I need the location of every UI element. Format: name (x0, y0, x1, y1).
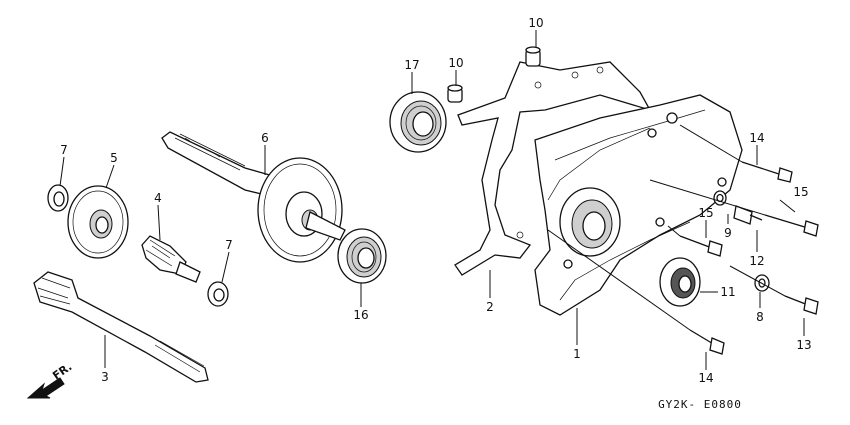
thrust-washer (207, 281, 229, 307)
cover-bolt-hole (666, 112, 678, 124)
callout-3: 3 (101, 370, 109, 384)
callout-2: 2 (486, 300, 494, 314)
callout-6: 6 (261, 131, 269, 145)
callout-15: 15 (793, 185, 808, 199)
main-shaft (33, 271, 209, 383)
flange-bolt (689, 329, 725, 355)
gasket-hole (516, 231, 524, 239)
callout-16: 16 (353, 308, 368, 322)
diagram-code: GY2K- E0800 (658, 398, 742, 411)
callout-7: 7 (60, 143, 68, 157)
flange-bolt (784, 295, 819, 315)
oil-seal (659, 257, 701, 307)
cover-bolt-hole (647, 128, 657, 138)
callout-1: 1 (573, 347, 581, 361)
gear (67, 185, 129, 259)
callout-13: 13 (796, 338, 811, 352)
gasket-hole (596, 66, 604, 74)
callout-5: 5 (110, 151, 118, 165)
callout-12: 12 (749, 254, 764, 268)
flange-bolt (741, 161, 793, 183)
callout-14: 14 (749, 131, 764, 145)
cover-bolt-hole (717, 177, 727, 187)
front-direction-label: FR. (50, 360, 74, 382)
cover-rib (554, 109, 706, 161)
callout-15: 15 (698, 206, 713, 220)
washer (713, 190, 727, 206)
cover-bore-inner (582, 211, 606, 241)
front-arrow-icon (26, 377, 65, 399)
callout-8: 8 (756, 310, 764, 324)
callout-9: 9 (724, 226, 732, 240)
callout-10: 10 (528, 16, 543, 30)
flange-bolt (679, 235, 723, 257)
drain-bolt (733, 205, 763, 225)
gasket (454, 61, 652, 276)
transmission-cover (534, 94, 743, 316)
dowel-pin (525, 46, 541, 67)
dowel-pin (447, 84, 463, 103)
bearing (389, 91, 447, 153)
callout-14: 14 (698, 371, 713, 385)
gasket-hole (534, 81, 542, 89)
flange-bolt (764, 214, 819, 237)
countershaft-gear (161, 131, 346, 263)
cover-rib (547, 127, 651, 201)
leader-lines (59, 30, 805, 370)
callout-11: 11 (720, 285, 735, 299)
pinion-gear (141, 235, 201, 283)
cover-bolt-hole (563, 259, 573, 269)
gasket-hole (571, 71, 579, 79)
bearing (337, 228, 387, 284)
thrust-washer (47, 184, 69, 212)
cover-bolt-hole (655, 217, 665, 227)
callout-7: 7 (225, 238, 233, 252)
callout-10: 10 (448, 56, 463, 70)
callout-17: 17 (404, 58, 419, 72)
cover-rib (559, 221, 691, 301)
callout-4: 4 (154, 191, 162, 205)
